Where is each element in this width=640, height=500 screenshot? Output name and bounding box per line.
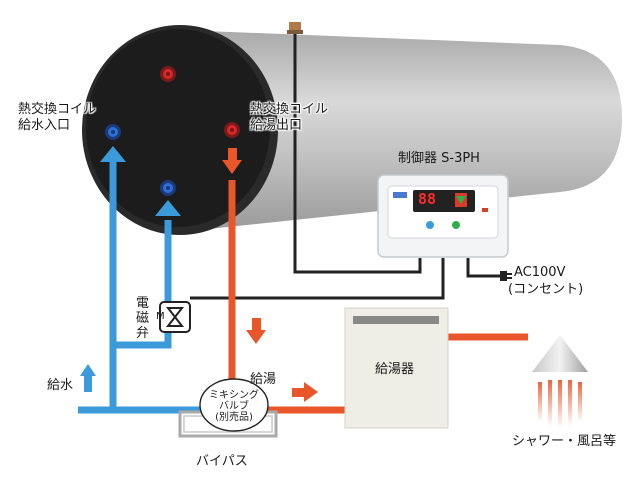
solenoid-label-2: 磁 <box>136 311 150 326</box>
tank-sensor <box>289 22 301 32</box>
sensor-cable <box>293 34 422 274</box>
coil-inlet-label-2: 給水入口 <box>18 118 71 133</box>
solenoid-cable <box>190 258 445 300</box>
power-label-1: AC100V <box>514 265 566 280</box>
shower-water <box>538 380 582 428</box>
controller-button-1 <box>426 221 434 229</box>
solenoid-label-3: 弁 <box>136 326 150 341</box>
coil-inlet-label-1: 熱交換コイル <box>18 102 97 117</box>
cold-pipes <box>78 160 200 414</box>
coil-outlet-label-2: 給湯出口 <box>250 118 303 133</box>
controller-display: 88 <box>418 190 437 208</box>
water-heater <box>344 307 449 429</box>
hot-water-label: 給湯 <box>250 372 277 387</box>
power-label-2: (コンセント) <box>508 282 584 297</box>
power-cable <box>466 258 500 278</box>
hot-arrow-mid <box>252 318 261 332</box>
tank-body <box>180 30 622 232</box>
mixing-valve-label-2: バルブ <box>219 401 249 412</box>
power-plug <box>500 271 507 281</box>
water-supply-label: 給水 <box>47 378 74 393</box>
bypass-label: バイパス <box>196 454 248 469</box>
mixing-valve-label-1: ミキシング <box>209 390 259 401</box>
shower-head <box>532 335 588 372</box>
coil-outlet-label-1: 熱交換コイル <box>250 102 329 117</box>
hot-arrow-right <box>292 388 306 397</box>
controller-title: 制御器 S-3PH <box>398 151 480 166</box>
mixing-valve-label-3: (別売品) <box>215 412 253 423</box>
water-heater-label: 給湯器 <box>375 362 415 377</box>
hot-arrow-top <box>228 148 237 162</box>
cold-arrow-left <box>100 146 126 162</box>
cold-arrow-right <box>155 200 181 216</box>
hot-pipes <box>228 180 528 414</box>
supply-arrow <box>80 364 96 376</box>
solenoid-label-1: 電 <box>136 296 150 311</box>
solenoid-symbol: M <box>156 311 165 322</box>
controller-button-2 <box>452 221 460 229</box>
shower-label: シャワー・風呂等 <box>512 434 617 449</box>
mixing-valve <box>199 378 269 432</box>
